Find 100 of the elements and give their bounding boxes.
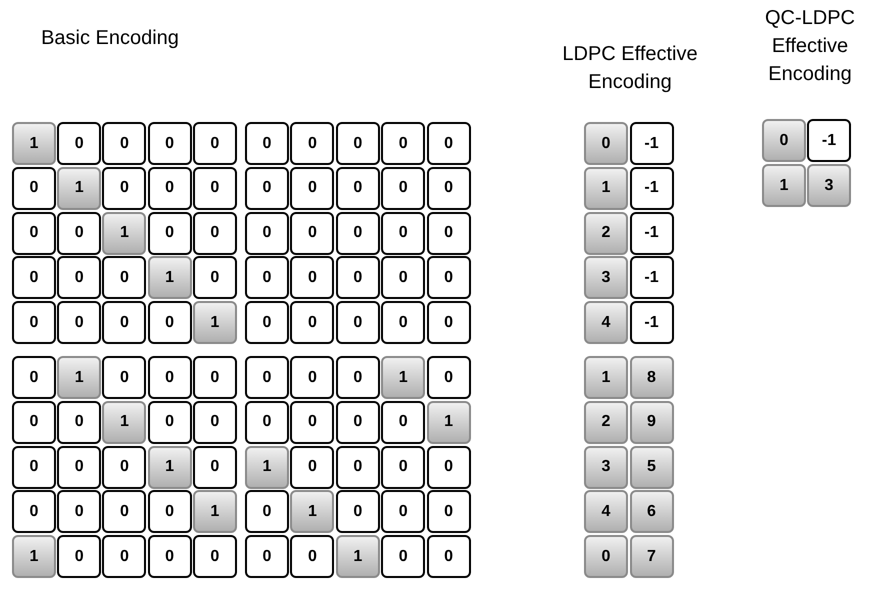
matrix-cell: 0	[192, 166, 237, 210]
matrix-cell: 0	[290, 122, 334, 165]
matrix-cell: 0	[192, 356, 237, 399]
matrix-cell: 0	[192, 122, 237, 165]
matrix-cell: 0	[102, 535, 146, 578]
matrix-cell: 0	[102, 166, 146, 210]
matrix-cell: 0	[12, 212, 56, 255]
shaded-matrix-cell: 1	[57, 166, 102, 210]
matrix-cell: 0	[290, 356, 334, 399]
matrix-cell: 0	[148, 535, 192, 578]
matrix-cell: 0	[381, 446, 426, 489]
matrix-cell: -1	[630, 256, 674, 300]
matrix-cell: 0	[381, 490, 426, 534]
matrix-cell: 0	[12, 356, 56, 399]
matrix-cell: 0	[245, 535, 289, 578]
matrix-cell: 0	[102, 301, 146, 344]
shaded-matrix-cell: 3	[584, 256, 628, 300]
matrix-cell: 0	[336, 122, 380, 165]
shaded-matrix-cell: 1	[148, 446, 192, 489]
shaded-matrix-cell: 1	[192, 301, 237, 344]
matrix-cell: 0	[192, 400, 237, 444]
shaded-matrix-cell: 1	[12, 122, 56, 165]
matrix-cell: 0	[148, 356, 192, 399]
matrix-cell: 0	[336, 400, 380, 444]
shaded-matrix-cell: 1	[762, 164, 806, 207]
matrix-cell: 0	[336, 490, 380, 534]
shaded-matrix-cell: 1	[102, 212, 146, 255]
matrix-cell: 0	[57, 212, 102, 255]
matrix-cell: -1	[807, 119, 851, 162]
matrix-cell: 0	[336, 256, 380, 300]
matrix-cell: 0	[57, 535, 102, 578]
matrix-cell: 0	[12, 301, 56, 344]
matrix-cell: -1	[630, 122, 674, 165]
shaded-matrix-cell: 6	[630, 490, 674, 534]
matrix-cell: 0	[245, 256, 289, 300]
shaded-matrix-cell: 4	[584, 301, 628, 344]
matrix-cell: 0	[426, 535, 471, 578]
matrix-cell: 0	[381, 122, 426, 165]
matrix-cell: 0	[148, 301, 192, 344]
matrix-cell: 0	[192, 256, 237, 300]
matrix-cell: 0	[57, 256, 102, 300]
matrix-cell: 0	[245, 356, 289, 399]
shaded-matrix-cell: 1	[336, 535, 380, 578]
matrix-cell: 0	[148, 212, 192, 255]
matrix-cell: 0	[245, 400, 289, 444]
matrix-cell: 0	[426, 122, 471, 165]
matrix-cell: 0	[336, 212, 380, 255]
shaded-matrix-cell: 1	[426, 400, 471, 444]
column-heading: QC-LDPC Effective Encoding	[764, 6, 856, 87]
matrix-cell: 0	[12, 490, 56, 534]
matrix-cell: 0	[245, 122, 289, 165]
column-heading: LDPC Effective Encoding	[561, 42, 699, 95]
matrix-cell: 0	[12, 166, 56, 210]
matrix-cell: 0	[102, 490, 146, 534]
matrix-cell: 0	[12, 446, 56, 489]
shaded-matrix-cell: 2	[584, 400, 628, 444]
matrix-cell: 0	[381, 256, 426, 300]
matrix-cell: 0	[12, 400, 56, 444]
matrix-cell: 0	[102, 256, 146, 300]
shaded-matrix-cell: 1	[584, 166, 628, 210]
matrix-cell: 0	[426, 212, 471, 255]
shaded-matrix-cell: 9	[630, 400, 674, 444]
matrix-cell: 0	[381, 400, 426, 444]
matrix-cell: 0	[57, 490, 102, 534]
shaded-matrix-cell: 1	[12, 535, 56, 578]
matrix-cell: 0	[290, 256, 334, 300]
matrix-cell: 0	[336, 446, 380, 489]
shaded-matrix-cell: 1	[290, 490, 334, 534]
matrix-cell: 0	[381, 301, 426, 344]
matrix-cell: 0	[426, 256, 471, 300]
matrix-cell: 0	[102, 122, 146, 165]
matrix-cell: 0	[245, 490, 289, 534]
matrix-cell: 0	[102, 446, 146, 489]
shaded-matrix-cell: 1	[245, 446, 289, 489]
matrix-cell: 0	[426, 356, 471, 399]
matrix-cell: 0	[245, 212, 289, 255]
matrix-cell: 0	[290, 212, 334, 255]
matrix-cell: 0	[245, 166, 289, 210]
matrix-cell: 0	[245, 301, 289, 344]
matrix-cell: 0	[148, 400, 192, 444]
matrix-cell: -1	[630, 166, 674, 210]
matrix-cell: 0	[290, 400, 334, 444]
matrix-cell: -1	[630, 301, 674, 344]
matrix-cell: 0	[57, 400, 102, 444]
shaded-matrix-cell: 0	[762, 119, 806, 162]
matrix-cell: 0	[426, 301, 471, 344]
matrix-cell: 0	[290, 446, 334, 489]
matrix-cell: 0	[381, 212, 426, 255]
column-heading: Basic Encoding	[40, 26, 180, 51]
matrix-cell: 0	[290, 535, 334, 578]
matrix-cell: 0	[290, 301, 334, 344]
matrix-cell: 0	[381, 535, 426, 578]
matrix-cell: 0	[102, 356, 146, 399]
shaded-matrix-cell: 4	[584, 490, 628, 534]
matrix-cell: 0	[336, 301, 380, 344]
matrix-cell: 0	[57, 122, 102, 165]
matrix-cell: 0	[148, 166, 192, 210]
matrix-cell: 0	[192, 535, 237, 578]
shaded-matrix-cell: 3	[807, 164, 851, 207]
shaded-matrix-cell: 2	[584, 212, 628, 255]
